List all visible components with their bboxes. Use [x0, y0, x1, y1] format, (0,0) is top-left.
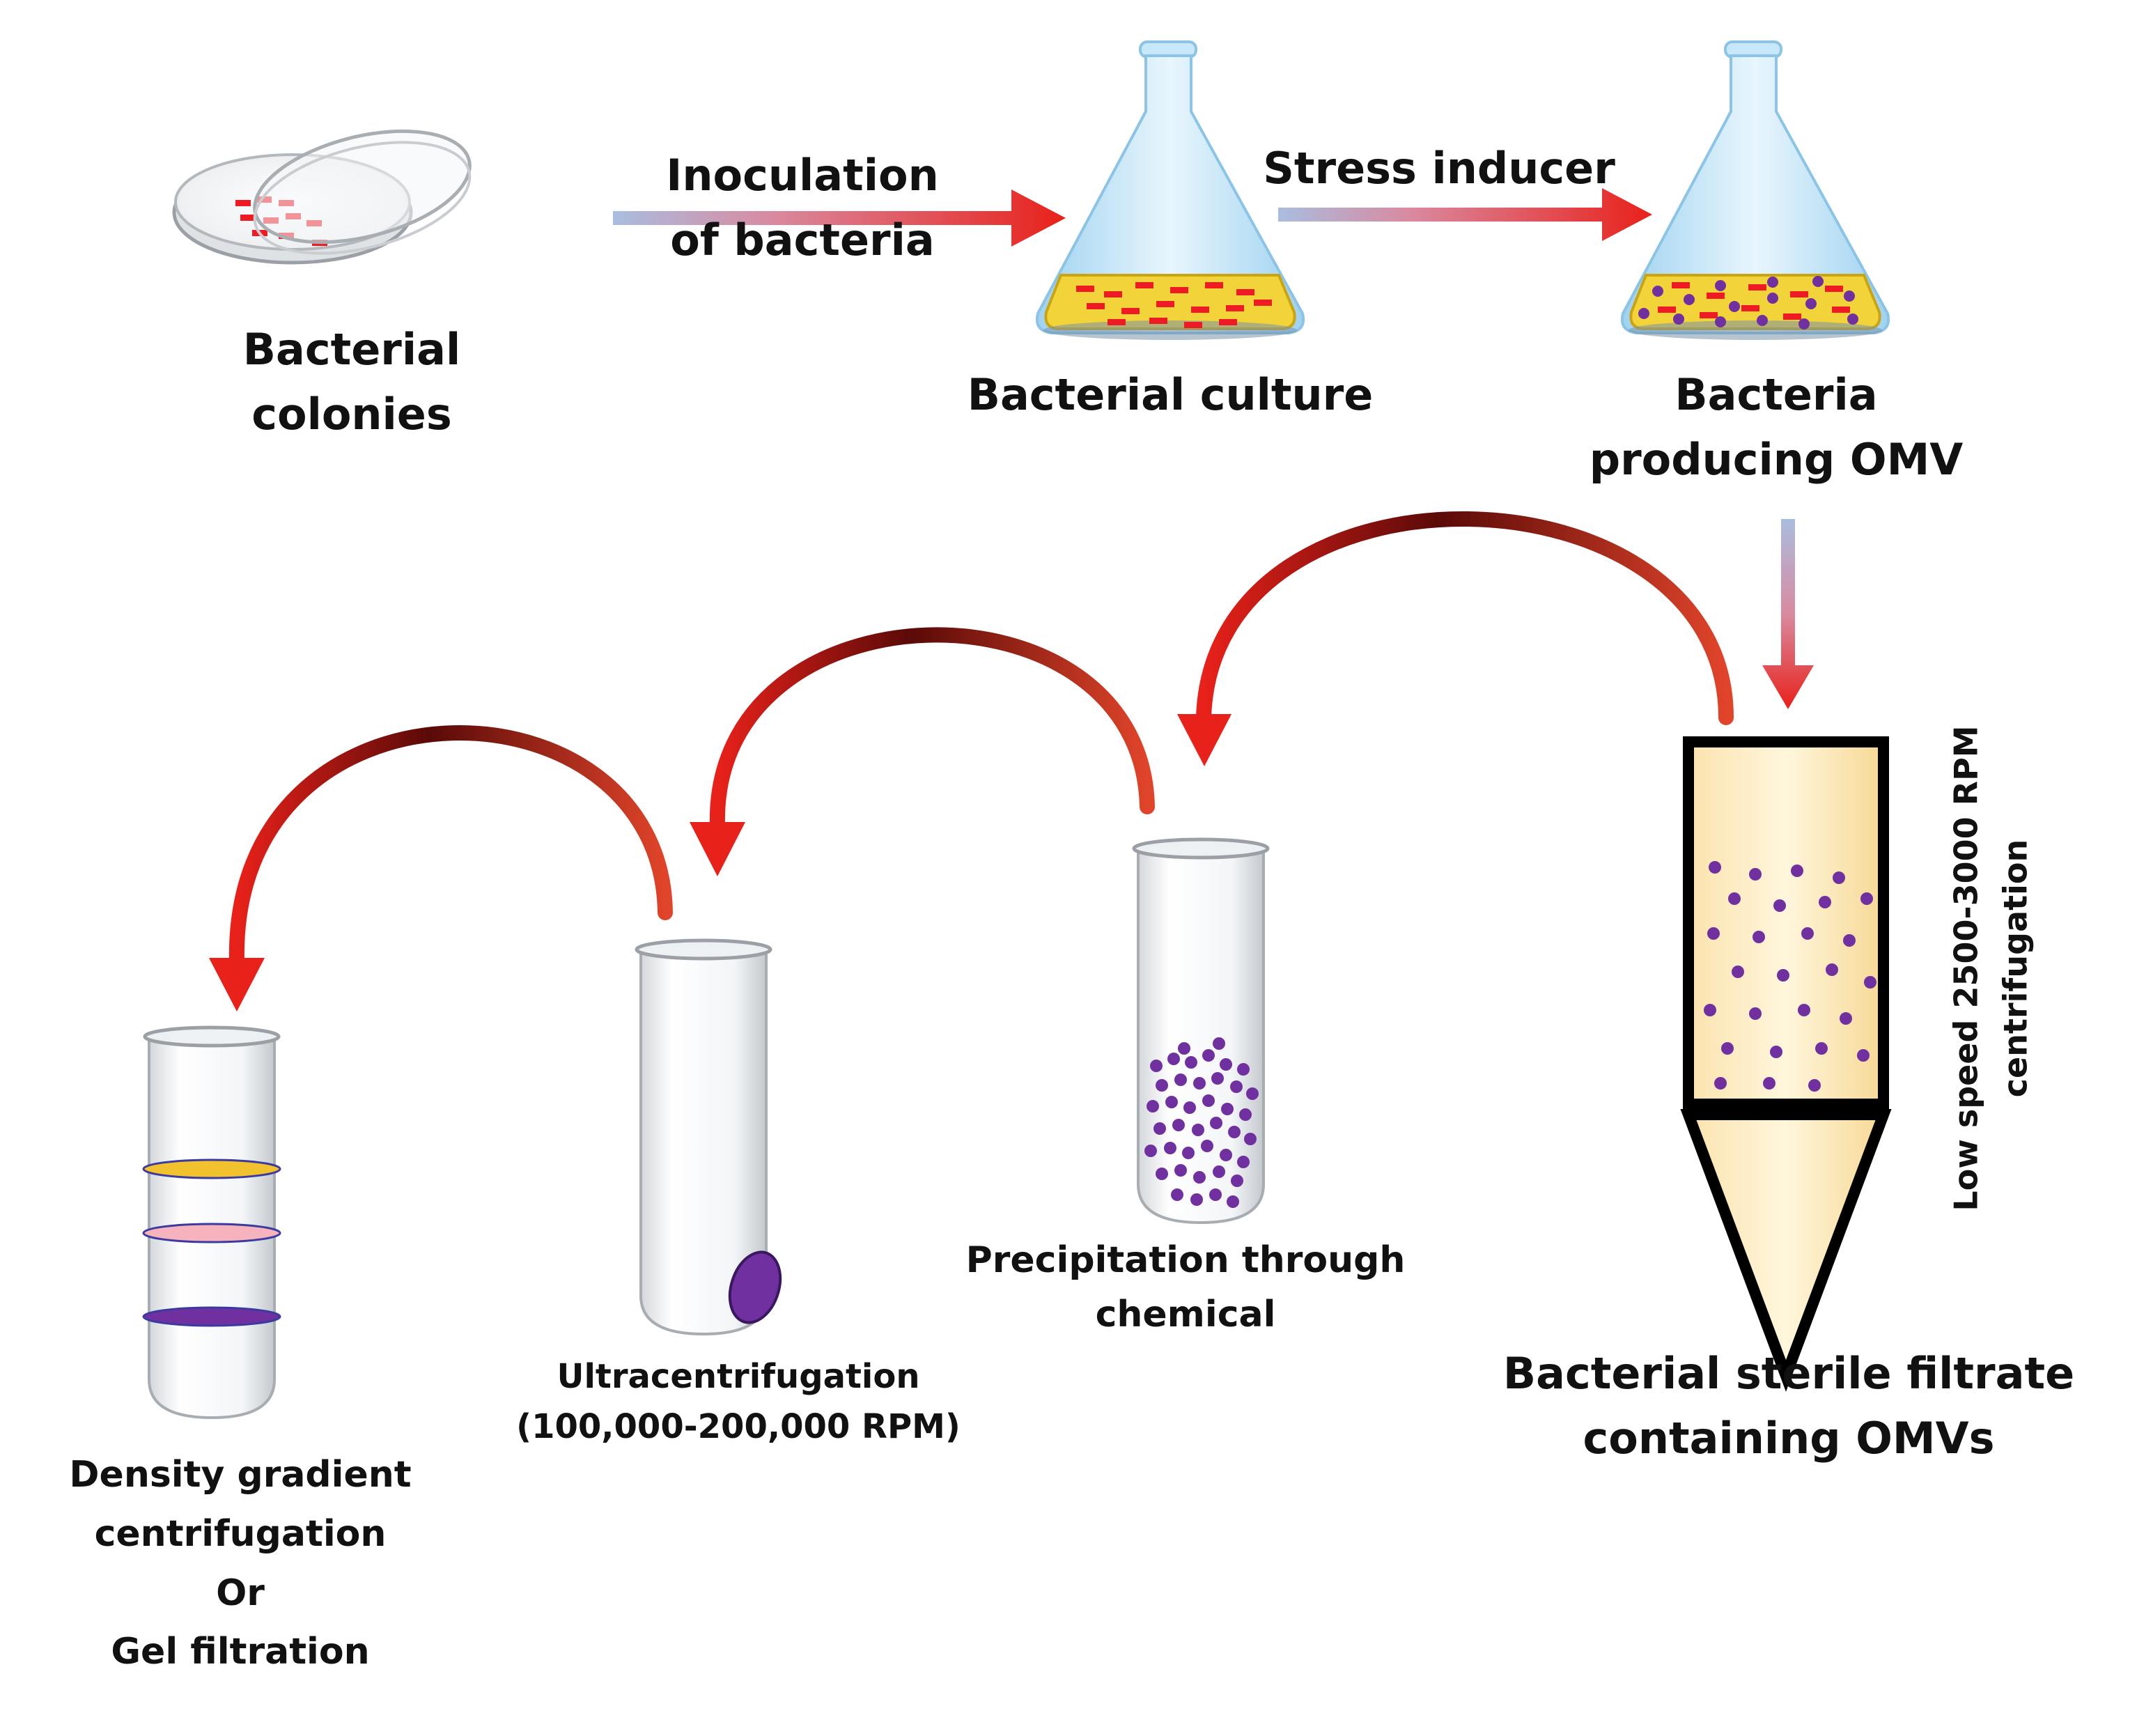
arc-arrow-ultracentrifugation-to-density	[209, 725, 673, 1012]
omv-dots-in-filtrate	[1704, 861, 1876, 1092]
test-tube-precipitation-icon	[1132, 837, 1270, 1225]
arc-arrow-filtrate-to-precipitation	[1177, 511, 1734, 766]
label-bacteria-producing-omv: Bacteria producing OMV	[1589, 369, 1964, 485]
omv-dots-in-flask	[1638, 276, 1858, 330]
band-pink	[142, 1223, 281, 1243]
label-bacterial-colonies: Bacterial colonies	[242, 324, 461, 440]
flask-bacterial-culture-icon	[1036, 40, 1305, 340]
precipitate-dots	[1144, 1037, 1259, 1208]
label-bacterial-culture: Bacterial culture	[967, 369, 1374, 420]
bacteria-in-flask-marks	[1658, 282, 1850, 320]
test-tube-ultracentrifugation-icon	[635, 938, 782, 1336]
bacteria-in-culture-marks	[1076, 282, 1272, 328]
label-inoculation: Inoculation of bacteria	[666, 150, 939, 265]
arrow-down-to-filtrate	[1762, 519, 1814, 709]
arrow-inoculation	[613, 189, 1066, 247]
label-precipitation: Precipitation through chemical	[965, 1239, 1406, 1335]
filtrate-tube-icon	[1680, 736, 1892, 1392]
band-purple	[142, 1306, 281, 1327]
label-ultracentrifugation: Ultracentrifugation (100,000-200,000 RPM…	[516, 1357, 961, 1446]
pellet-mark	[728, 1250, 782, 1324]
label-density-gradient: Density gradient centrifugation Or Gel f…	[69, 1454, 412, 1673]
arc-arrow-precipitation-to-ultracentrifugation	[690, 627, 1155, 876]
band-gold	[142, 1158, 281, 1179]
test-tube-density-gradient-icon	[142, 1025, 281, 1420]
flask-bacteria-producing-omv-icon	[1621, 40, 1890, 340]
petri-dish-icon	[172, 129, 472, 265]
label-stress-inducer: Stress inducer	[1263, 143, 1615, 194]
label-sterile-filtrate: Bacterial sterile filtrate containing OM…	[1502, 1348, 2075, 1464]
arrow-stress-inducer	[1278, 188, 1652, 241]
label-low-speed-centrifugation: Low speed 2500-3000 RPM centrifugation	[1947, 725, 2035, 1211]
